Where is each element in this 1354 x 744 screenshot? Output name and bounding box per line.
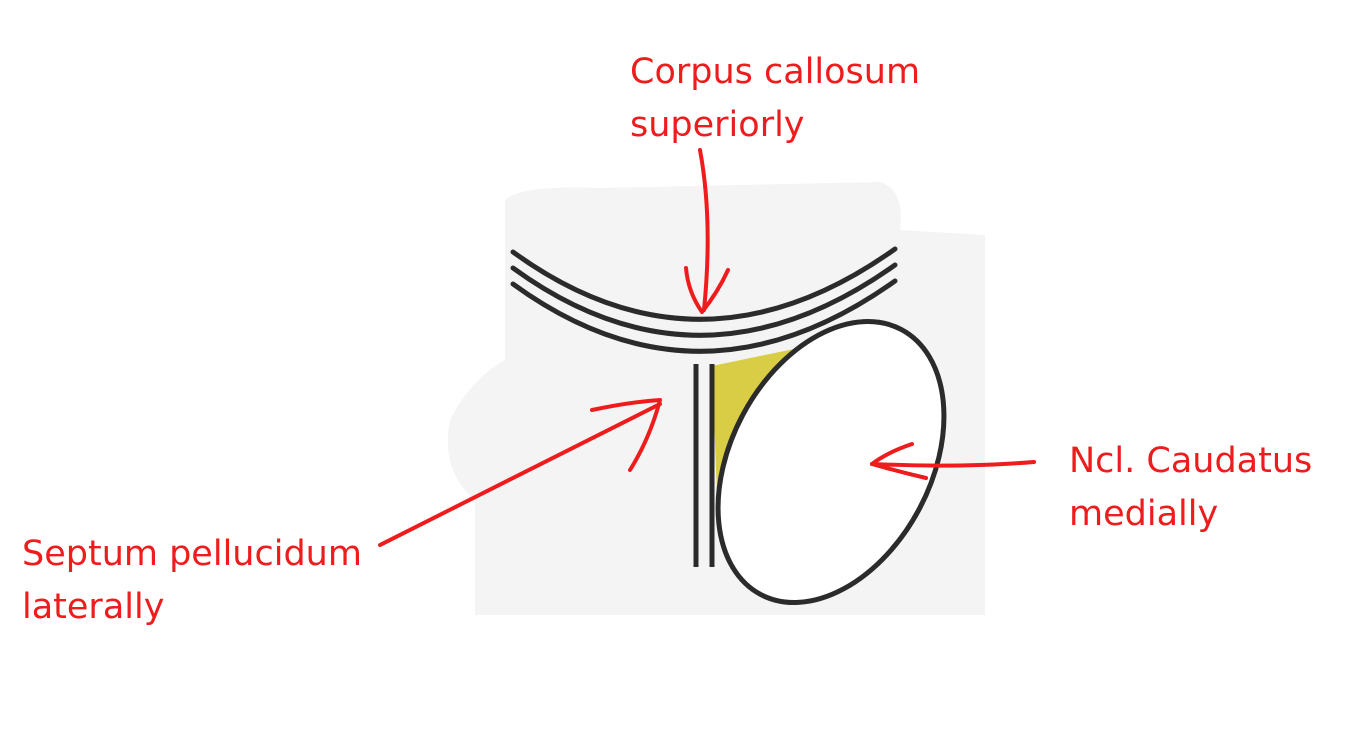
septum-pellucidum-label-line1: Septum pellucidum bbox=[22, 534, 362, 574]
nucleus-caudatus-label: Ncl. Caudatus medially bbox=[1069, 435, 1312, 541]
nucleus-caudatus-label-line2: medially bbox=[1069, 494, 1219, 534]
septum-pellucidum-label: Septum pellucidum laterally bbox=[22, 528, 362, 634]
septum-pellucidum-shape bbox=[693, 364, 715, 567]
corpus-callosum-label-line2: superiorly bbox=[630, 105, 805, 145]
corpus-callosum-shape bbox=[510, 246, 898, 354]
caudatus-arrow bbox=[870, 442, 1036, 480]
nucleus-caudatus-label-line1: Ncl. Caudatus bbox=[1069, 441, 1313, 481]
caudate-nucleus-shape bbox=[715, 318, 947, 606]
corpus-callosum-arrow bbox=[684, 148, 730, 314]
septum-arrow bbox=[378, 398, 662, 547]
corpus-callosum-label: Corpus callosum superiorly bbox=[630, 46, 920, 152]
corpus-callosum-label-line1: Corpus callosum bbox=[630, 52, 921, 92]
septum-pellucidum-label-line2: laterally bbox=[22, 587, 165, 627]
